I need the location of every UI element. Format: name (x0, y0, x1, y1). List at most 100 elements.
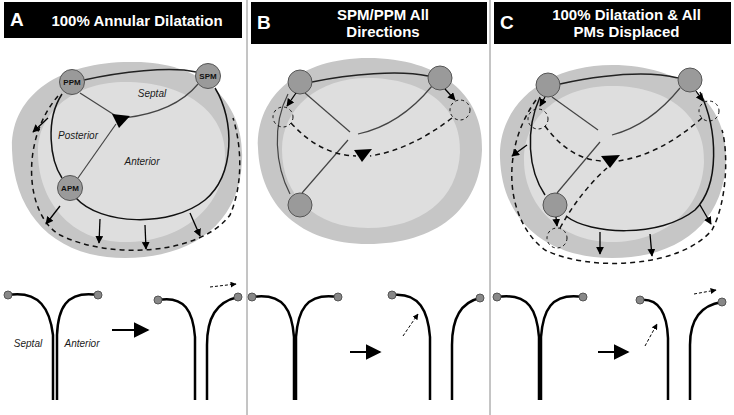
coaptation-gap (354, 149, 372, 162)
dilated-annulus (32, 96, 240, 250)
displaced-muscle (528, 109, 548, 129)
leaflet-name: Posterior (58, 130, 98, 142)
dilation-arrow (33, 118, 48, 132)
leaflet-name: Anterior (124, 156, 159, 168)
leaflet-profile (497, 296, 539, 400)
panel-title: 100% Dilatation & All PMs Displaced (542, 6, 712, 40)
transition-arrow (598, 351, 628, 353)
septal-annulus (312, 73, 428, 82)
displaced-chorda (618, 118, 702, 161)
papillary-muscle: APM (57, 175, 83, 201)
valve-tissue (500, 65, 726, 258)
annulus-dot (334, 293, 342, 301)
leaflet-profile (158, 299, 195, 400)
papillary-muscle (288, 193, 312, 217)
chorda-line (124, 84, 198, 118)
displacement-arrow (445, 89, 455, 100)
displaced-chorda (560, 168, 607, 228)
chorda-line (305, 93, 350, 132)
chorda-line (557, 142, 600, 193)
displaced-chorda (545, 126, 603, 161)
annulus-dot (154, 296, 162, 304)
leaflet-profile (640, 300, 668, 400)
dilation-arrow (512, 145, 527, 156)
valve-tissue (258, 58, 482, 244)
annulus-dot (4, 291, 12, 299)
leaflet-label: Anterior (64, 338, 99, 350)
valve-tissue (12, 62, 242, 258)
panel-letter: C (494, 12, 522, 34)
displacement-arrow (540, 97, 545, 106)
displaced-muscle (699, 101, 719, 121)
leaflet-profile (452, 298, 480, 400)
chorda-line (612, 88, 680, 135)
leaflet-profile (252, 296, 294, 400)
transition-arrow (112, 329, 148, 331)
dilation-arrow (145, 225, 146, 249)
dilation-arrow (700, 205, 711, 224)
panel-header: B SPM/PPM All Directions (251, 2, 487, 44)
dilation-arrow (650, 234, 652, 256)
chorda-line (302, 140, 348, 193)
panel-letter: B (251, 12, 279, 34)
chorda-line (552, 97, 598, 130)
panel-divider (490, 0, 491, 415)
annulus-dot (718, 298, 726, 306)
coaptation-gap (601, 155, 620, 168)
septal-annulus (560, 74, 678, 84)
annulus-dot (579, 293, 587, 301)
muscle-label: SPM (199, 72, 216, 81)
dilation-arrow (46, 206, 60, 224)
leaflet-profile (8, 294, 53, 400)
displaced-muscle (450, 100, 470, 120)
papillary-muscle (678, 68, 702, 92)
dilation-arrow (599, 232, 600, 254)
annulus-dot (94, 291, 102, 299)
annulus-dot (636, 296, 644, 304)
chorda-line (80, 93, 116, 116)
papillary-muscle (288, 70, 312, 94)
panel-header: C 100% Dilatation & All PMs Displaced (494, 2, 731, 44)
valve-orifice (38, 82, 225, 242)
displaced-muscle (273, 107, 293, 127)
displaced-muscle (547, 228, 567, 248)
muscle-label: APM (61, 184, 79, 193)
valve-orifice (524, 86, 704, 242)
annulus-dot (388, 291, 396, 299)
coaptation-gap (112, 114, 130, 128)
leaflet-name: Septal (138, 88, 166, 100)
annulus-dot (476, 294, 484, 302)
panel-title: SPM/PPM All Directions (328, 6, 438, 40)
chorda-line (358, 86, 432, 134)
annulus-dot (493, 293, 501, 301)
annulus-dot (248, 293, 256, 301)
panel-header: A100% Annular Dilatation (4, 2, 242, 38)
displacement-arrow (694, 290, 716, 294)
septal-annulus (84, 70, 196, 80)
annulus-line (277, 94, 290, 194)
transition-arrow (350, 351, 380, 353)
displacement-arrow (556, 217, 557, 226)
annulus-line (530, 92, 713, 231)
dilation-arrow (190, 213, 200, 236)
annulus-line (51, 88, 229, 220)
papillary-muscle (536, 73, 560, 97)
displacement-arrow (287, 93, 296, 106)
papillary-muscle (428, 66, 452, 90)
leaflet-label: Septal (14, 338, 42, 350)
panel-divider (247, 0, 248, 415)
displacement-arrow (210, 284, 236, 287)
dilated-annulus (512, 100, 726, 263)
muscle-label: PPM (63, 78, 80, 87)
displacement-arrow (403, 314, 418, 336)
displacement-arrow (645, 324, 657, 346)
panel-title: 100% Annular Dilatation (37, 12, 237, 29)
valve-orifice (282, 78, 460, 228)
displaced-chorda (291, 123, 356, 156)
papillary-muscle: PPM (59, 69, 85, 95)
dilation-arrow (99, 219, 100, 243)
papillary-muscle: SPM (195, 63, 221, 89)
annulus-dot (234, 293, 242, 301)
